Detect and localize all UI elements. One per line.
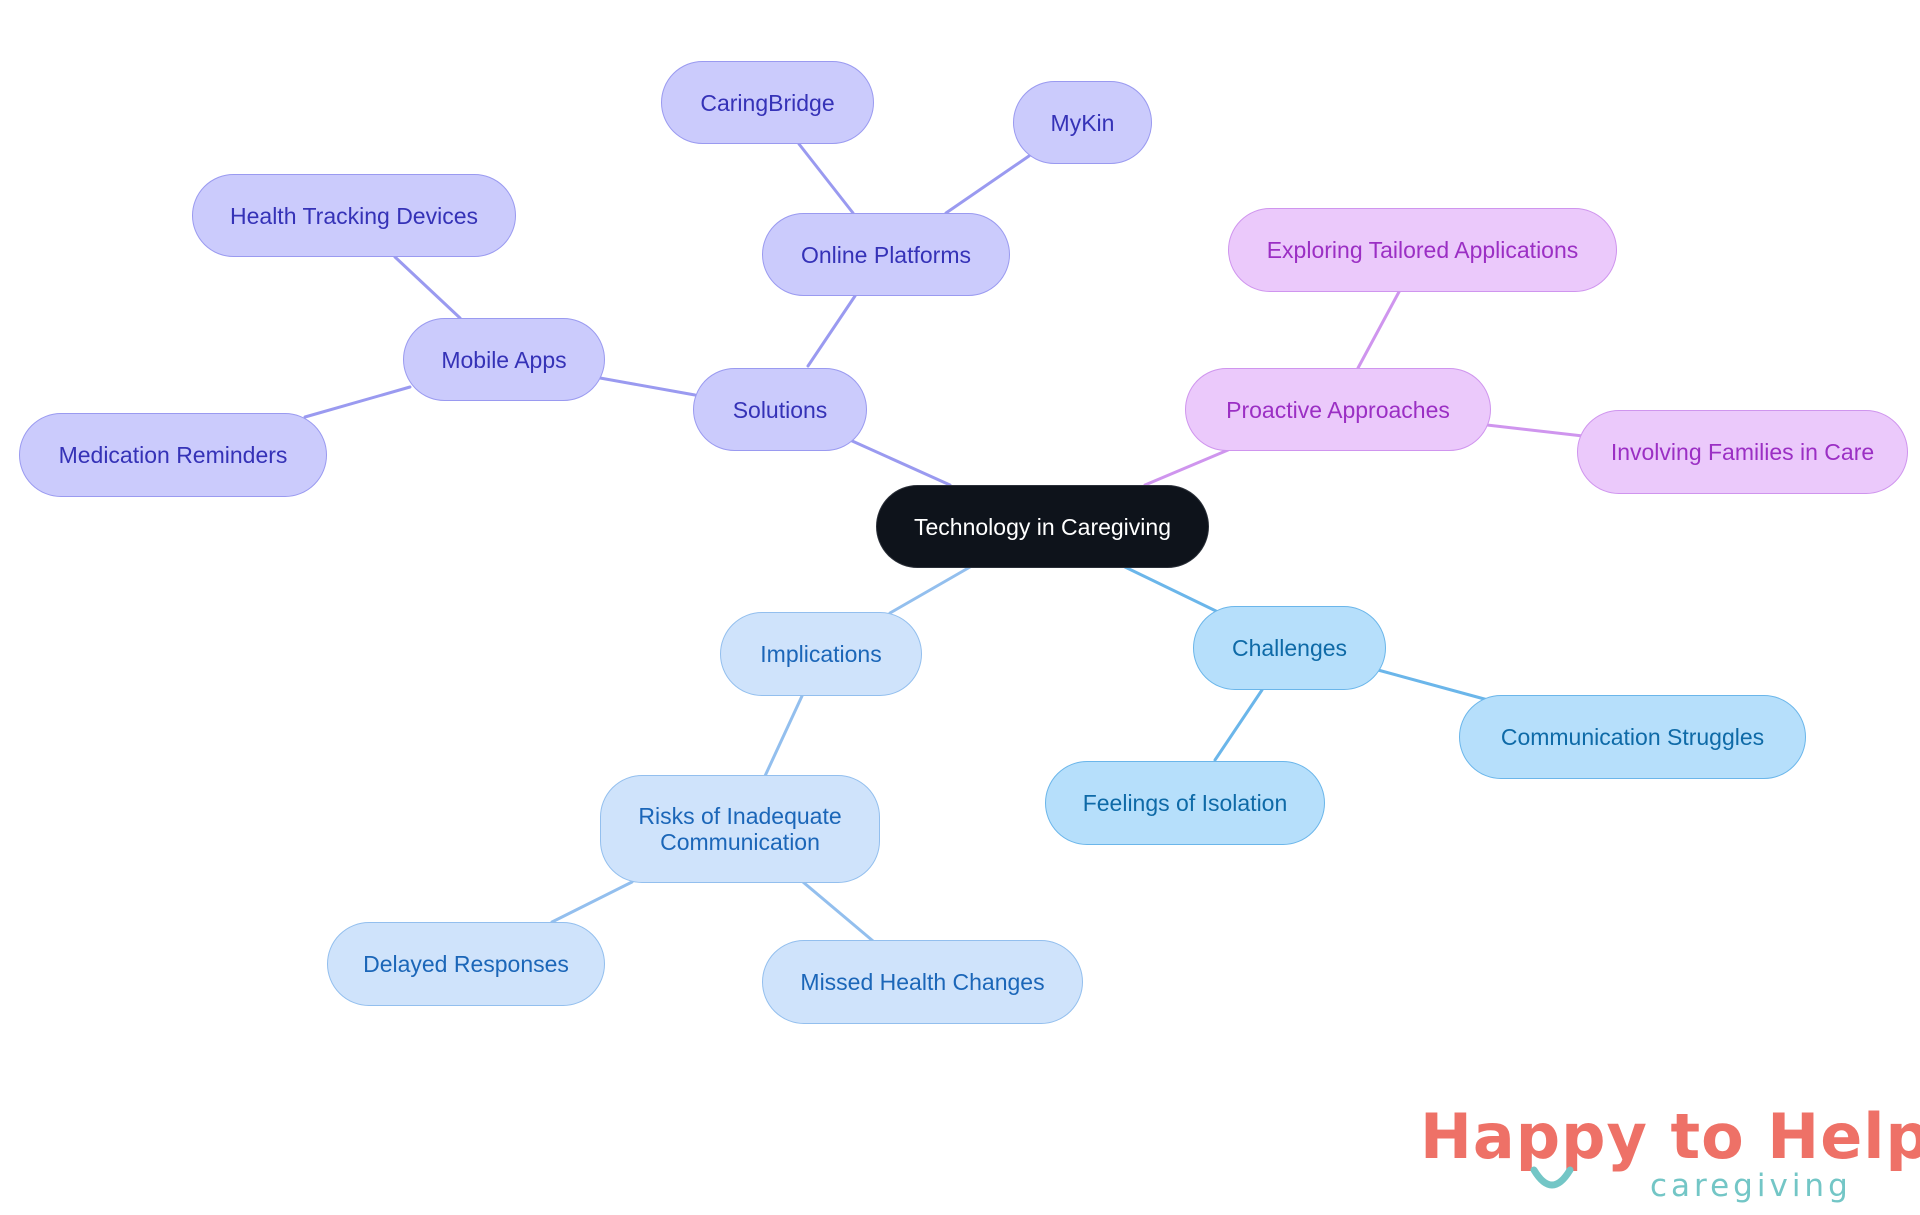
edge-root-proactive bbox=[1143, 448, 1230, 487]
edge-implications-risks bbox=[763, 694, 804, 778]
health-tracking-devices-node[interactable]: Health Tracking Devices bbox=[192, 174, 516, 257]
edge-challenges-communication bbox=[1376, 668, 1490, 702]
edge-root-implications bbox=[888, 565, 972, 615]
risks-of-inadequate-communication-node[interactable]: Risks of Inadequate Communication bbox=[600, 775, 880, 883]
edge-proactive-exploring bbox=[1356, 288, 1402, 370]
mykin-node[interactable]: MyKin bbox=[1013, 81, 1152, 164]
smile-icon bbox=[1530, 1166, 1574, 1189]
medication-reminders-node[interactable]: Medication Reminders bbox=[19, 413, 327, 497]
edge-solutions-online-platforms bbox=[806, 294, 857, 368]
mobile-apps-node[interactable]: Mobile Apps bbox=[403, 318, 605, 401]
edge-solutions-mobile-apps bbox=[598, 376, 697, 397]
edge-risks-missed bbox=[801, 880, 875, 943]
exploring-tailored-applications-node[interactable]: Exploring Tailored Applications bbox=[1228, 208, 1617, 292]
challenges-node[interactable]: Challenges bbox=[1193, 606, 1386, 690]
edge-challenges-isolation bbox=[1213, 688, 1264, 762]
root-node[interactable]: Technology in Caregiving bbox=[876, 485, 1209, 568]
edge-mobile-apps-medication bbox=[303, 385, 412, 419]
logo-tagline: caregiving bbox=[1650, 1168, 1852, 1204]
edge-online-platforms-caringbridge bbox=[797, 142, 855, 215]
edge-proactive-involving bbox=[1485, 423, 1585, 438]
edge-root-challenges bbox=[1123, 565, 1220, 614]
proactive-approaches-node[interactable]: Proactive Approaches bbox=[1185, 368, 1491, 451]
edge-online-platforms-mykin bbox=[944, 154, 1031, 215]
implications-node[interactable]: Implications bbox=[720, 612, 922, 696]
edge-mobile-apps-health-tracking bbox=[393, 255, 462, 320]
solutions-node[interactable]: Solutions bbox=[693, 368, 867, 451]
logo-name: Happy to Help bbox=[1420, 1100, 1920, 1173]
edge-root-solutions bbox=[848, 438, 952, 487]
happy-to-help-logo: Happy to Help caregiving bbox=[1420, 1100, 1920, 1210]
communication-struggles-node[interactable]: Communication Struggles bbox=[1459, 695, 1806, 779]
missed-health-changes-node[interactable]: Missed Health Changes bbox=[762, 940, 1083, 1024]
edge-risks-delayed bbox=[550, 880, 634, 924]
online-platforms-node[interactable]: Online Platforms bbox=[762, 213, 1010, 296]
feelings-of-isolation-node[interactable]: Feelings of Isolation bbox=[1045, 761, 1325, 845]
delayed-responses-node[interactable]: Delayed Responses bbox=[327, 922, 605, 1006]
caringbridge-node[interactable]: CaringBridge bbox=[661, 61, 874, 144]
involving-families-node[interactable]: Involving Families in Care bbox=[1577, 410, 1908, 494]
